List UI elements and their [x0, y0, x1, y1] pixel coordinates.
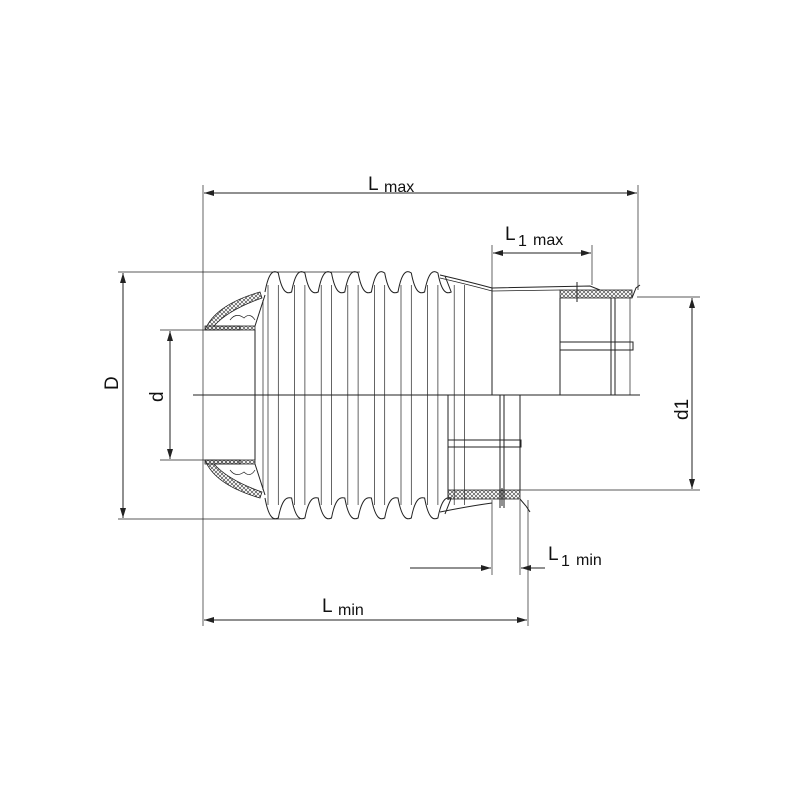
label-outer-diameter: D — [102, 376, 123, 390]
svg-text:L: L — [368, 174, 379, 195]
extension-lines — [118, 185, 700, 626]
svg-text:max: max — [384, 179, 414, 196]
sleeve-upper — [439, 274, 641, 395]
label-l-min: L min — [322, 596, 364, 619]
svg-text:1: 1 — [561, 553, 570, 570]
dimension-lines — [120, 190, 695, 623]
svg-text:L: L — [548, 544, 559, 565]
svg-text:min: min — [338, 602, 364, 619]
left-seal-flange — [204, 291, 266, 499]
svg-text:min: min — [576, 552, 602, 569]
sleeve-lower — [439, 395, 531, 513]
label-l-max: L max — [368, 174, 414, 196]
svg-text:1: 1 — [518, 233, 527, 250]
label-l1-min: L 1 min — [548, 544, 602, 570]
svg-text:L: L — [322, 596, 333, 617]
label-sleeve-diameter: d1 — [672, 399, 693, 420]
label-inner-diameter: d — [147, 391, 168, 402]
svg-text:max: max — [533, 232, 563, 249]
bellows — [264, 271, 465, 520]
svg-text:L: L — [505, 224, 516, 245]
label-l1-max: L 1 max — [505, 224, 563, 250]
